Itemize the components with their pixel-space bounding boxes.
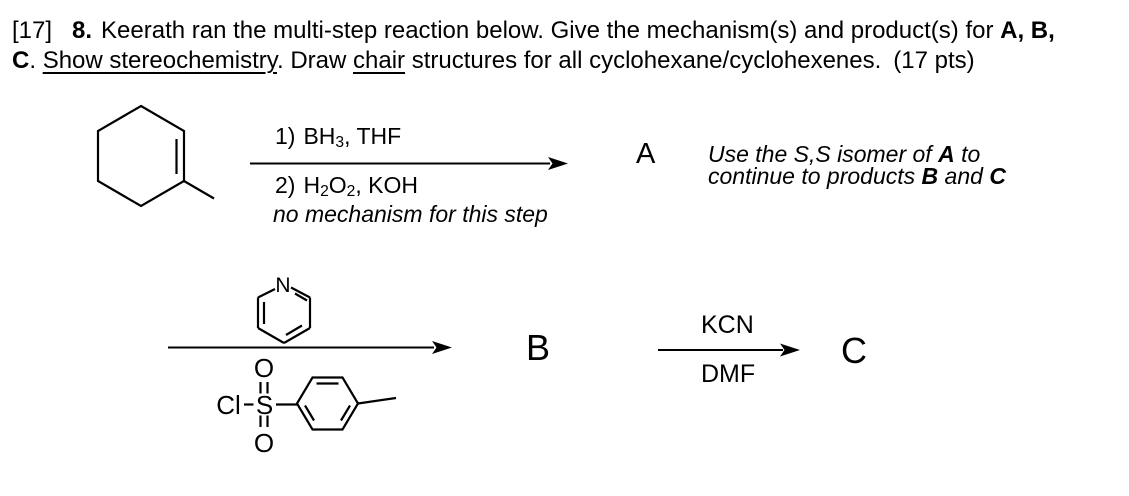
isomer-note-text-3: continue to products (708, 163, 922, 189)
separator-text: . (29, 47, 43, 74)
points-value: (17 pts) (893, 47, 975, 74)
sulfonyl-o-bottom-label: O (254, 428, 274, 458)
tosyl-chloride-structure: O Cl S O (216, 353, 397, 458)
reaction-arrow-1 (250, 157, 568, 170)
step1-no-mechanism-note: no mechanism for this step (273, 201, 548, 227)
step3-solvent-dmf: DMF (701, 360, 756, 388)
step1-reagent2-subscript-1: 2 (320, 182, 329, 200)
step3-reagent-kcn: KCN (701, 311, 754, 339)
pyridine-structure: N (256, 274, 312, 344)
point-bracket: [17] (12, 17, 53, 44)
question-header-line1: [17] 8. Keerath ran the multi-step reactio… (12, 17, 1055, 45)
sulfur-label: S (256, 390, 273, 420)
isomer-note-bold-a: A (938, 141, 955, 167)
question-header-line2: C. Show stereochemistry. Draw chair stru… (12, 47, 975, 75)
products-bold-1: A, B, (1000, 17, 1055, 44)
isomer-note-bold-b: B (921, 163, 939, 189)
chlorine-label: Cl (216, 390, 241, 420)
reaction-arrow-3 (658, 343, 800, 357)
step1-number-1: 1) (275, 123, 296, 149)
isomer-note-bold-c: C (989, 163, 1006, 189)
isomer-note-line1: Use the S,S isomer of A to (708, 141, 1006, 167)
underlined-chair: chair (353, 47, 406, 74)
step1-reagent-line1: 1) BH3, THF (275, 123, 401, 156)
question-text-3: structures for all cyclohexane/cyclohexe… (405, 47, 882, 74)
question-text-2: . Draw (277, 47, 354, 74)
methylcyclohexene-structure (96, 104, 215, 208)
step1-number-2: 2) (275, 172, 296, 198)
pyridine-n-label: N (275, 274, 290, 297)
step1-reagent2-formula-h: H (303, 172, 321, 198)
question-number: 8. (72, 17, 93, 44)
step1-reagent2-formula-o: O (328, 172, 347, 198)
step1-reagent-line2: 2)H2O2, KOH (275, 172, 418, 205)
step1-reagent1-formula: BH (303, 123, 336, 149)
isomer-note-text-2: to (954, 141, 981, 167)
isomer-note-line2: continue to products B and C (708, 163, 1006, 189)
reaction-arrow-2 (168, 341, 452, 354)
sulfonyl-o-top-label: O (254, 353, 274, 383)
step1-reagent1-solvent: , THF (344, 123, 402, 149)
isomer-side-note: Use the S,S isomer of A to continue to p… (708, 141, 1006, 189)
underlined-stereochemistry: Show stereochemistry (42, 47, 277, 74)
products-bold-2: C (12, 47, 30, 74)
isomer-note-text-4: and (938, 163, 990, 189)
step1-reagent2-base: , KOH (355, 172, 418, 198)
product-c-label: C (841, 330, 867, 371)
isomer-note-text-1: Use the S,S isomer of (708, 141, 939, 167)
step1-reagent1-subscript: 3 (335, 133, 345, 151)
step1-reagent2-subscript-2: 2 (346, 182, 356, 200)
product-a-label: A (636, 138, 656, 170)
product-b-label: B (526, 327, 551, 368)
question-text-1: Keerath ran the multi-step reaction belo… (101, 17, 1001, 44)
